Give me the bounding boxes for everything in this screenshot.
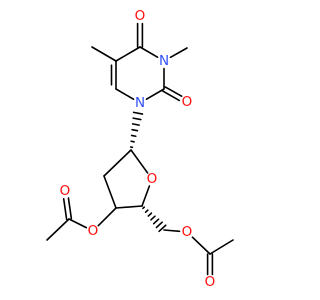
atom-o4-label: O [135, 8, 146, 24]
wedge-c1p-n1-hash [131, 128, 139, 132]
bond-c5-c4 [115, 46, 141, 62]
bond-c4p-c3p [115, 205, 143, 209]
atom-ocoR-label: O [205, 274, 216, 290]
bonds-layer [46, 22, 234, 276]
atom-n1-label: N [135, 95, 145, 111]
atom-oacL-label: O [88, 223, 99, 239]
wedge-c1p-n1-hash [130, 134, 137, 138]
bond-c3p-oacL [97, 207, 117, 227]
wedge-c4p-c5p-hash [142, 206, 146, 210]
atom-o2-label: O [182, 94, 193, 110]
atom-labels-layer: N N O O O O O O O [60, 8, 216, 290]
wedge-c4p-c5p-hash [144, 209, 149, 213]
bond-c5-me5 [91, 46, 117, 62]
molecule-structure: N N O O O O O O O [46, 8, 234, 290]
atom-oring-label: O [147, 171, 158, 187]
bond-oring-c4p [141, 185, 151, 207]
bond-c2-o2 [162, 90, 181, 102]
wedge-c4p-c5p-hash [158, 224, 167, 233]
wedge-c1p-n1-hash [132, 117, 142, 121]
bond-ccoL-ocoL-second [62, 197, 68, 221]
bond-c2-o2-second [164, 86, 183, 98]
atom-oacR-label: O [182, 224, 193, 240]
wedge-c1p-n1-hash [130, 140, 135, 143]
atom-n3-label: N [159, 53, 169, 69]
bond-oacL-ccoL [68, 218, 88, 229]
wedge-c4p-c5p-hash [155, 221, 163, 229]
bond-n3-me3 [169, 47, 188, 59]
wedge-c4p-c5p-hash [150, 215, 156, 221]
bond-c5p-oacR [163, 229, 181, 233]
atom-ocoL-label: O [60, 183, 71, 199]
bond-oacR-ccoR [191, 236, 211, 255]
wedge-c1p-n1-hash [132, 111, 144, 115]
bond-c2p-c1p [103, 149, 132, 177]
stereo-wedges-layer [129, 111, 167, 233]
bond-ccoL-ocoL [67, 197, 73, 220]
bond-ccoL-meL [46, 218, 70, 241]
bond-c4-n3 [139, 46, 159, 59]
bond-n1-c6 [115, 88, 135, 101]
wedge-c4p-c5p-hash [147, 212, 153, 217]
bond-ccoR-meR [209, 239, 234, 255]
wedge-c4p-c5p-hash [152, 218, 160, 225]
bond-c3p-c2p [103, 175, 117, 209]
bond-c2-n1 [145, 88, 165, 101]
wedge-c1p-n1-hash [131, 123, 140, 126]
bond-c1p-oring [130, 149, 149, 174]
